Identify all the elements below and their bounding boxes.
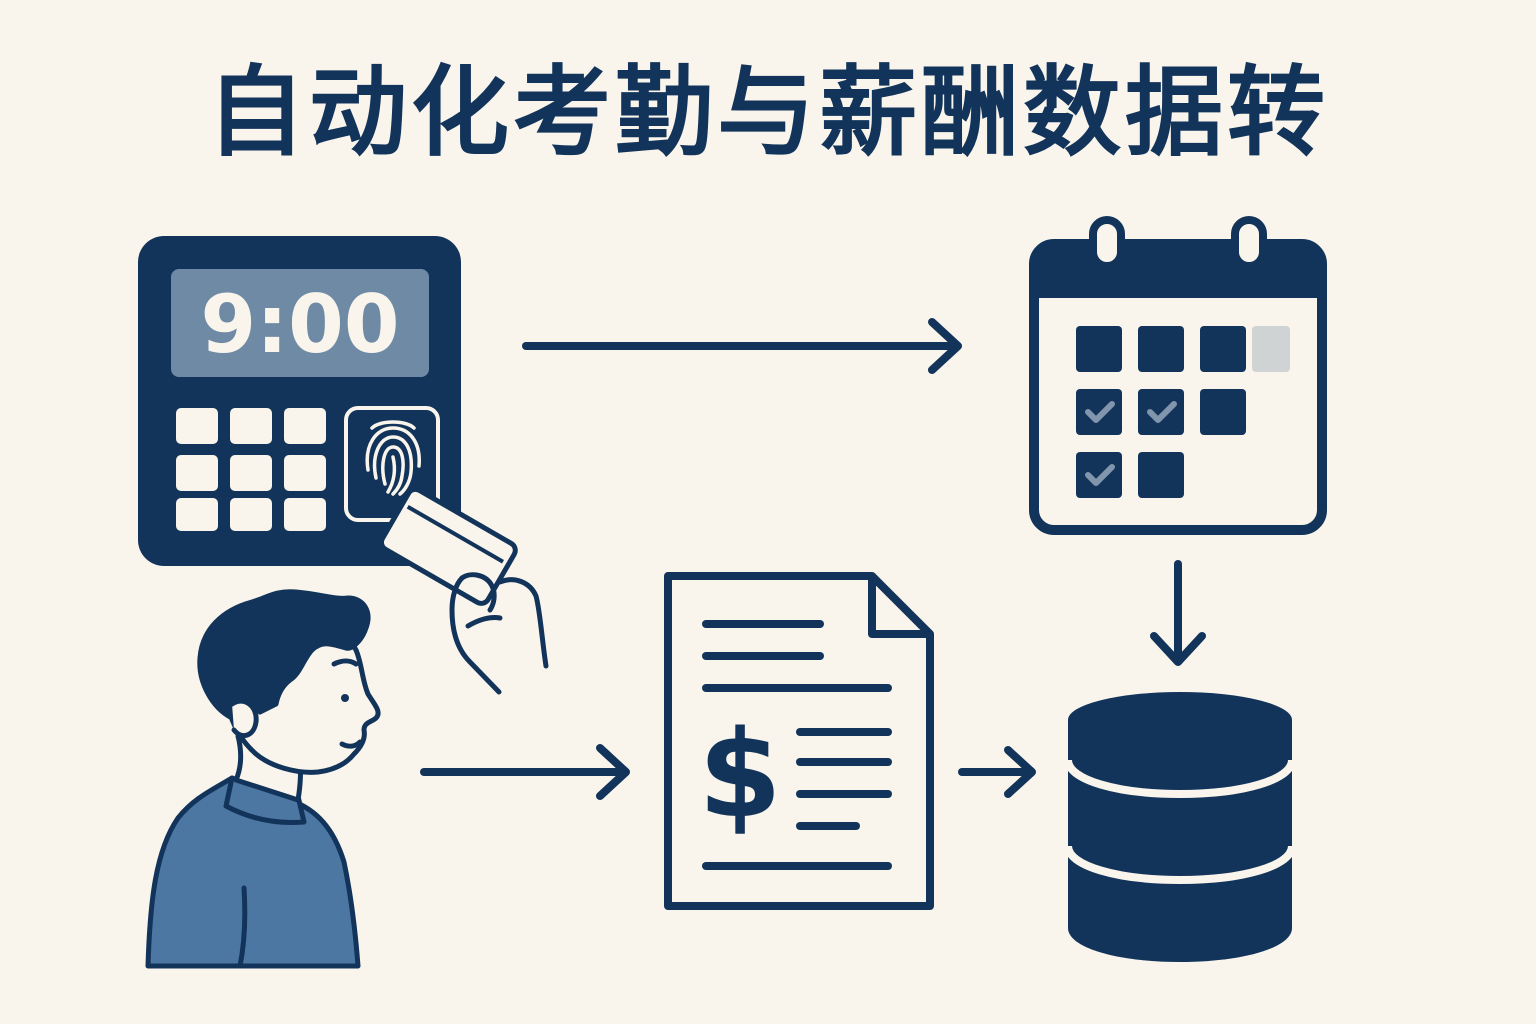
database-icon: [1064, 692, 1296, 962]
terminal-time: 9:00: [201, 278, 400, 371]
fingerprint-icon: [344, 406, 440, 522]
id-card-icon: [378, 486, 518, 606]
page-title: 自动化考勤与薪酬数据转: [206, 56, 1329, 170]
arrow-right-icon: [420, 744, 630, 800]
currency-symbol: $: [698, 706, 782, 845]
employee-icon: [145, 589, 381, 969]
document-text-lines: [702, 620, 892, 870]
hand-icon: [449, 572, 549, 695]
attendance-terminal-icon: 9:00: [138, 236, 461, 566]
arrow-right-icon: [522, 318, 962, 374]
terminal-screen: [171, 269, 429, 377]
calendar-day-cells: [1076, 326, 1290, 498]
employee-hair: [197, 589, 371, 721]
arrow-right-icon: [958, 746, 1036, 798]
arrow-down-icon: [1150, 560, 1206, 666]
calendar-icon: [1029, 216, 1327, 535]
checkmark-icon: [1085, 401, 1177, 486]
terminal-keypad: [176, 408, 326, 531]
payroll-document-icon: $: [664, 572, 934, 910]
